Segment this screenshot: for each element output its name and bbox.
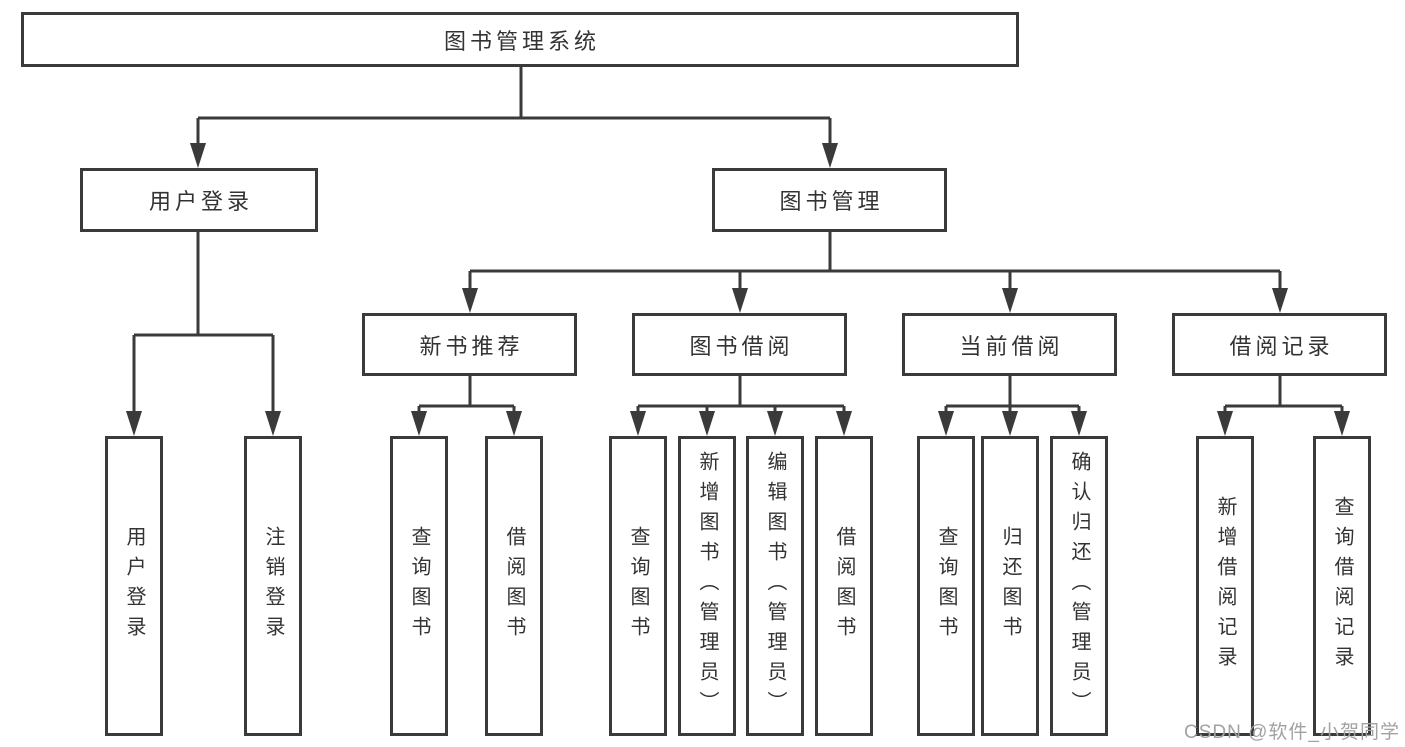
node-book-borrowing: 图书借阅: [632, 313, 847, 376]
leaf-borrow-books-borrowing: 借阅图书: [815, 436, 873, 736]
leaf-edit-books-admin: 编辑图书（管理员）: [746, 436, 804, 736]
node-library-management-system: 图书管理系统: [21, 12, 1019, 67]
leaf-add-books-admin: 新增图书（管理员）: [678, 436, 736, 736]
leaf-add-borrow-record: 新增借阅记录: [1196, 436, 1254, 736]
csdn-watermark: CSDN @软件_小贺同学: [1184, 722, 1400, 743]
leaf-logout: 注销登录: [244, 436, 302, 736]
node-book-management: 图书管理: [712, 168, 947, 232]
node-current-borrowing: 当前借阅: [902, 313, 1117, 376]
node-new-book-recommendation: 新书推荐: [362, 313, 577, 376]
node-borrowing-records: 借阅记录: [1172, 313, 1387, 376]
node-user-login: 用户登录: [80, 168, 318, 232]
leaf-query-books-recommend: 查询图书: [390, 436, 448, 736]
leaf-return-books: 归还图书: [981, 436, 1039, 736]
leaf-user-login: 用户登录: [105, 436, 163, 736]
leaf-query-borrow-record: 查询借阅记录: [1313, 436, 1371, 736]
leaf-confirm-return-admin: 确认归还（管理员）: [1050, 436, 1108, 736]
leaf-borrow-books-recommend: 借阅图书: [485, 436, 543, 736]
leaf-query-books-borrowing: 查询图书: [609, 436, 667, 736]
leaf-query-books-current: 查询图书: [917, 436, 975, 736]
